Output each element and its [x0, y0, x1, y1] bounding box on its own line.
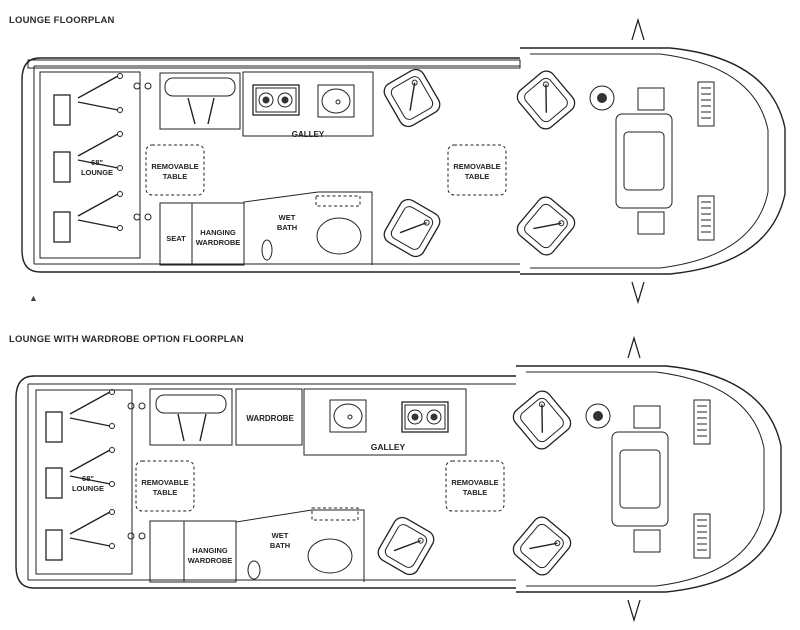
plan2-removable-table-front	[445, 460, 505, 512]
plan1-cab-seat-2	[513, 192, 579, 260]
plan1-chair-2	[380, 195, 444, 261]
plan2-lounge	[35, 389, 133, 575]
caption-marker: ▲	[29, 293, 38, 303]
plan2-table-rear-l2: TABLE	[153, 488, 177, 497]
plan1-table-rear-l1: REMOVABLE	[151, 162, 198, 171]
plan1-lounge-label: LOUNGE	[81, 168, 113, 177]
plan1-bath-l2: BATH	[277, 223, 297, 232]
plan2-chair-1	[374, 513, 438, 579]
plan2-wardrobe-l1: HANGING	[192, 546, 228, 555]
plan2-lounge-size: 68"	[82, 474, 94, 483]
plan1: GALLEY 68" LOUNGE REMOVABLE TABLE REMOVA…	[21, 19, 786, 303]
plan2-bath-l2: BATH	[270, 541, 290, 550]
plan2-wardrobe-l2: WARDROBE	[188, 556, 233, 565]
plan2-galley	[303, 388, 467, 456]
plan1-lounge	[39, 71, 141, 259]
plan1-wardrobe-l1: HANGING	[200, 228, 236, 237]
plan1-lounge-size: 68"	[91, 158, 103, 167]
plan1-table-rear-l2: TABLE	[163, 172, 187, 181]
plan1-cab-seat-1	[513, 66, 579, 134]
plan1-galley-label: GALLEY	[292, 130, 325, 139]
plan1-wet-bath	[243, 191, 373, 265]
plan2-removable-table-rear	[135, 460, 195, 512]
plan1-wardrobe-l2: WARDROBE	[196, 238, 241, 247]
plan1-removable-table-rear	[145, 144, 205, 196]
plan2-wet-bath	[235, 509, 365, 582]
plan2-wardrobe-label: WARDROBE	[246, 414, 294, 423]
plan2-lounge-label: LOUNGE	[72, 484, 104, 493]
plan1-galley	[242, 71, 374, 137]
plan1-seat-label: SEAT	[166, 234, 186, 243]
plan2-table-front-l1: REMOVABLE	[451, 478, 498, 487]
plan1-heading: LOUNGE FLOORPLAN	[9, 15, 115, 26]
plan1-table-front-l1: REMOVABLE	[453, 162, 500, 171]
plan2-table-front-l2: TABLE	[463, 488, 487, 497]
plan2-wardrobe	[235, 388, 303, 446]
plan2-galley-label: GALLEY	[371, 442, 406, 452]
plan2-cab-seat-1	[509, 386, 575, 454]
plan1-table-front-l2: TABLE	[465, 172, 489, 181]
plan2-table-rear-l1: REMOVABLE	[141, 478, 188, 487]
plan2: WARDROBE GALLEY 68" LOUNGE REMOVABLE TAB…	[15, 337, 782, 621]
plan2-cab-seat-2	[509, 512, 575, 580]
plan1-removable-table-front	[447, 144, 507, 196]
plan2-bath-l1: WET	[272, 531, 289, 540]
plan1-bath-l1: WET	[279, 213, 296, 222]
plan1-chair-1	[380, 65, 444, 131]
plan2-heading: LOUNGE WITH WARDROBE OPTION FLOORPLAN	[9, 334, 244, 345]
